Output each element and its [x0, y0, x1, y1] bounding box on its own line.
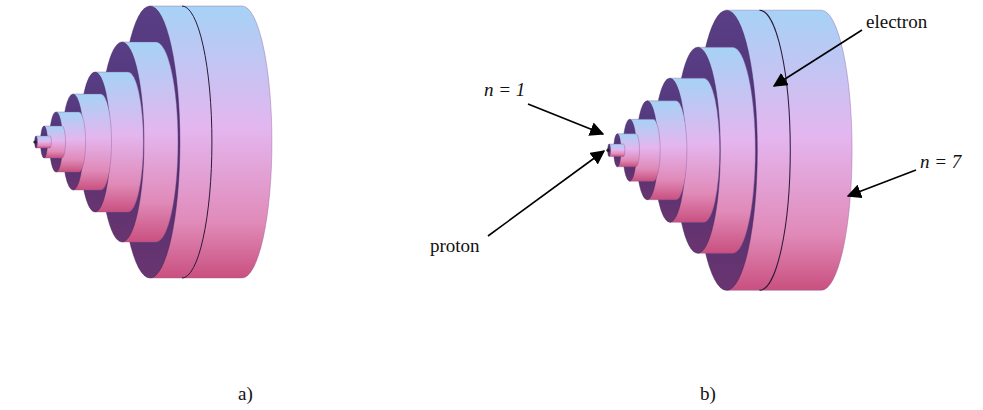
panel-label: a) — [238, 384, 253, 405]
cylinders-b — [606, 10, 852, 290]
shell-cylinder — [608, 144, 625, 156]
part-label: electron — [866, 12, 927, 33]
shell-side — [36, 136, 51, 148]
leader-arrows — [488, 30, 916, 236]
shell-cylinder — [35, 136, 52, 148]
cylinders-a — [33, 6, 272, 278]
electron-shell-line — [759, 10, 790, 290]
leader-arrow — [528, 104, 603, 134]
leader-arrow — [848, 170, 916, 196]
electron-shell-line — [182, 6, 212, 278]
proton-dot — [33, 140, 36, 143]
leader-arrow — [774, 30, 862, 86]
shell-label: n = 7 — [920, 152, 961, 173]
panel-label: b) — [700, 384, 716, 405]
shell-side — [609, 144, 625, 156]
shell-label: n = 1 — [484, 80, 525, 101]
part-label: proton — [430, 236, 480, 257]
proton-dot — [606, 149, 609, 152]
leader-arrow — [488, 151, 604, 236]
